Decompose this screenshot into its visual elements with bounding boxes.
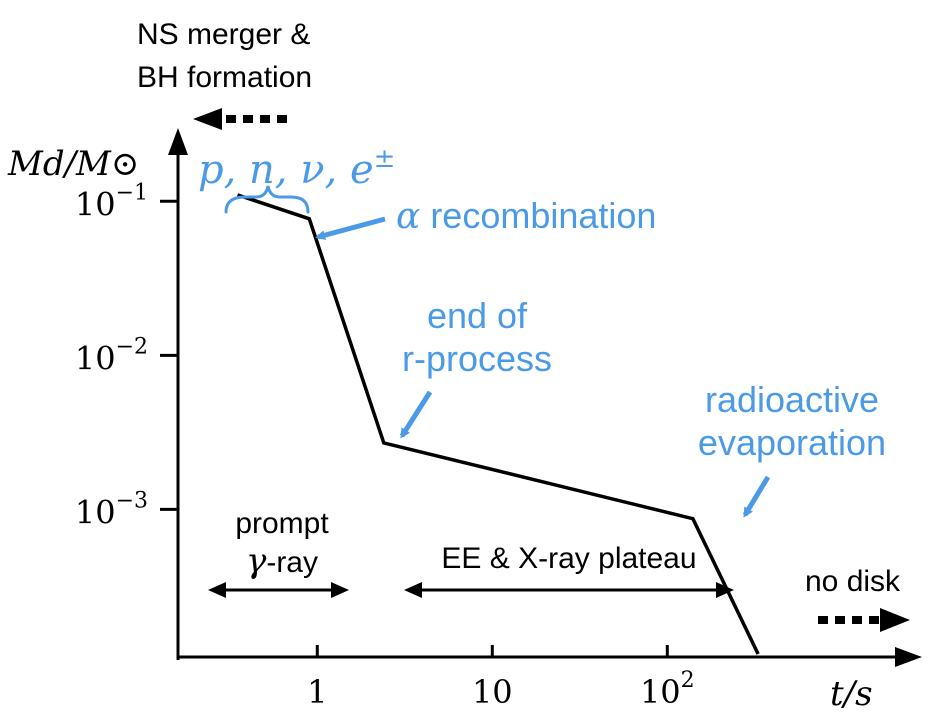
no-disk-label: no disk [805,565,901,598]
ns-merger-line1: NS merger & [137,18,310,51]
radioactive-arrow [742,475,771,518]
alpha-text: recombination [430,195,656,236]
ns-merger-arrowhead [193,108,222,130]
disk-mass-line-0 [236,193,760,655]
radioactive-annotation: radioactive evaporation [698,379,886,518]
y-axis-arrowhead [168,128,188,155]
axes [168,128,922,667]
ee-phase: EE & X-ray plateau [404,542,734,598]
y-axis-label: Md/M⊙ [7,144,139,184]
particles-annotation: p, n, ν, e± [198,144,395,214]
x-ticks: 1 10 102 [307,645,695,711]
rprocess-annotation: end of r-process [399,295,552,439]
particles-label: p, n, ν, e± [198,144,395,193]
alpha-symbol: α [396,196,420,237]
x-axis-label-text: t/s [830,674,873,714]
rprocess-line2: r-process [402,338,552,379]
radioactive-line1: radioactive [705,379,879,420]
x-tick-label-1: 10 [472,673,513,711]
ns-merger-annotation: NS merger & BH formation [137,18,312,130]
x-axis-arrowhead [895,647,922,667]
alpha-arrow [315,216,386,241]
x-tick-label-0: 1 [307,673,327,711]
particles-brace [224,185,310,214]
no-disk-annotation: no disk [805,565,910,632]
y-ticks: 10−1 10−2 10−3 [75,180,178,531]
prompt-phase: prompt γ-ray [208,507,349,598]
ee-range-arrow [404,582,734,598]
gamma-symbol: γ [246,541,267,581]
x-tick-label-2: 102 [640,668,695,711]
radioactive-line2: evaporation [698,422,886,463]
particles-superscript: ± [374,144,396,174]
prompt-range-arrow [208,582,349,598]
no-disk-arrowhead [880,608,910,632]
y-tick-label-0: 10−1 [75,180,148,223]
ns-merger-line2: BH formation [137,61,312,94]
rprocess-arrow [399,390,433,439]
ee-label: EE & X-ray plateau [441,542,696,575]
prompt-ray-text: -ray [266,546,318,579]
x-axis-label: t/s [830,674,873,714]
y-tick-label-1: 10−2 [75,334,148,377]
prompt-line1: prompt [235,507,329,540]
series-group [236,193,760,655]
rprocess-line1: end of [427,295,528,336]
y-tick-label-2: 10−3 [75,488,148,531]
prompt-line2: γ-ray [246,541,318,581]
y-axis-label-text: Md/M⊙ [7,144,139,184]
